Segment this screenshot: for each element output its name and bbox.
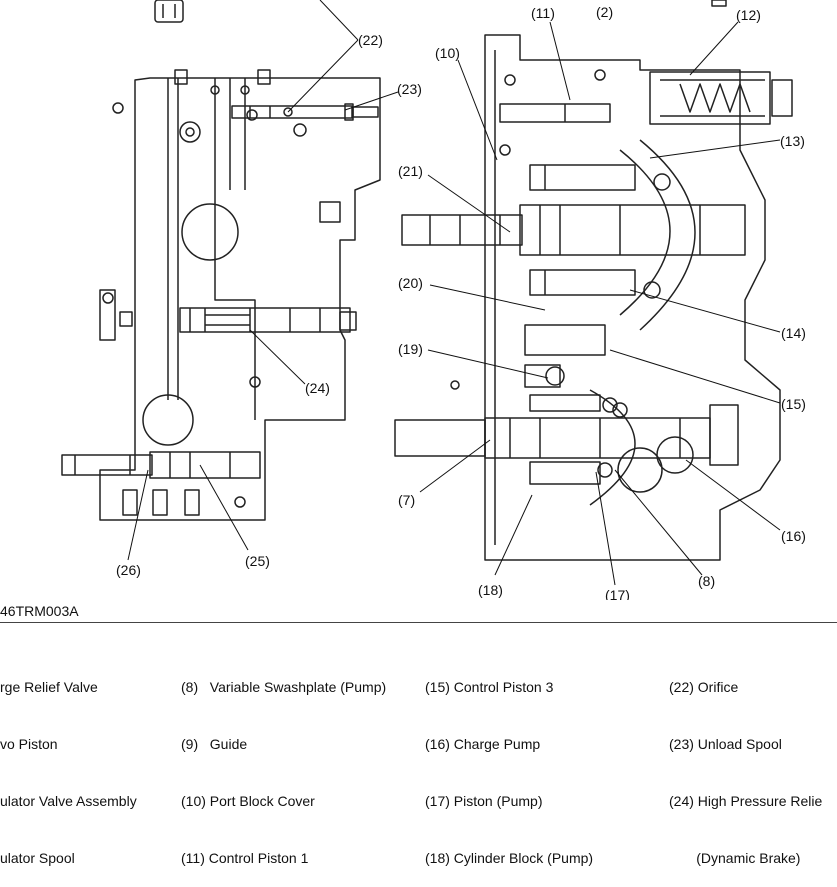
legend-item: (23) Unload Spool	[669, 736, 782, 752]
legend-item: ulator Spool	[0, 850, 75, 866]
callout-13: (13)	[780, 133, 805, 149]
callout-10: (10)	[435, 45, 460, 61]
exploded-parts-diagram: (22) (23) (24) (25) (26) (10) (11) (2) (…	[61, 0, 806, 600]
legend-column-4: (22) Orifice (23) Unload Spool (24) High…	[669, 640, 822, 887]
callout-19: (19)	[398, 341, 423, 357]
legend-item: (11) Control Piston 1	[181, 850, 309, 866]
callout-16: (16)	[781, 528, 806, 544]
callout-25: (25)	[245, 553, 270, 569]
callout-17: (17)	[605, 587, 630, 600]
callout-8: (8)	[698, 573, 715, 589]
legend-item: (15) Control Piston 3	[425, 679, 554, 695]
divider	[0, 622, 837, 623]
legend-column-1: rge Relief Valve vo Piston ulator Valve …	[0, 640, 137, 887]
legend-item: vo Piston	[0, 736, 58, 752]
legend-item: rge Relief Valve	[0, 679, 98, 695]
legend-item: (18) Cylinder Block (Pump)	[425, 850, 594, 866]
legend-item: (8) Variable Swashplate (Pump)	[181, 679, 387, 695]
legend-item: ulator Valve Assembly	[0, 793, 137, 809]
callout-26: (26)	[116, 562, 141, 578]
legend-column-3: (15) Control Piston 3 (16) Charge Pump (…	[425, 640, 593, 887]
callout-22: (22)	[358, 32, 383, 48]
callout-20: (20)	[398, 275, 423, 291]
legend-item: (17) Piston (Pump)	[425, 793, 543, 809]
callout-24: (24)	[305, 380, 330, 396]
figure-id: 46TRM003A	[0, 603, 79, 619]
callout-18: (18)	[478, 582, 503, 598]
legend-item: (10) Port Block Cover	[181, 793, 315, 809]
legend-item: (Dynamic Brake)	[669, 850, 801, 866]
callout-11: (11)	[531, 5, 555, 21]
callout-15: (15)	[781, 396, 806, 412]
legend-item: (16) Charge Pump	[425, 736, 541, 752]
callout-7: (7)	[398, 492, 415, 508]
legend-item: (22) Orifice	[669, 679, 739, 695]
callout-2: (2)	[596, 4, 613, 20]
legend-item: (24) High Pressure Relie	[669, 793, 823, 809]
valve-block-body	[61, 0, 381, 521]
callout-23: (23)	[397, 81, 422, 97]
pump-motor-cross-section	[394, 0, 793, 561]
callout-12: (12)	[736, 7, 761, 23]
legend-item: (9) Guide	[181, 736, 248, 752]
callout-14: (14)	[781, 325, 806, 341]
legend-column-2: (8) Variable Swashplate (Pump) (9) Guide…	[181, 640, 386, 887]
callout-21: (21)	[398, 163, 423, 179]
